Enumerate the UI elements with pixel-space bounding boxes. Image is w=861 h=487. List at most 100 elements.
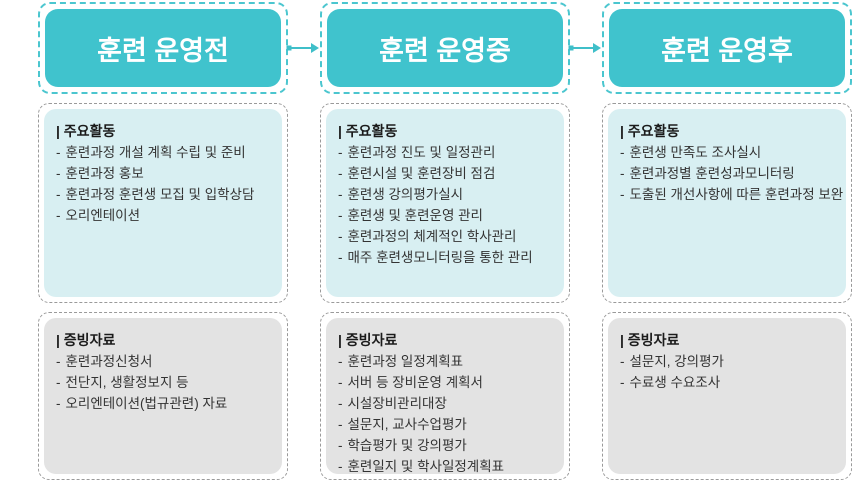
bullet-dash: - [56,208,61,223]
list-item-text: 훈련과정신청서 [65,354,153,369]
list-item: -서버 등 장비운영 계획서 [338,372,552,393]
list-item-text: 훈련과정별 훈련성과모니터링 [629,166,795,181]
bullet-dash: - [338,229,343,244]
stage-header-during: 훈련 운영중 [320,2,570,94]
evidence-list: -훈련과정 일정계획표-서버 등 장비운영 계획서-시설장비관리대장-설문지, … [338,351,552,474]
activities-panel: | 주요활동 -훈련과정 개설 계획 수립 및 준비-훈련과정 홍보-훈련과정 … [44,109,282,297]
stage-header-before: 훈련 운영전 [38,2,288,94]
evidence-list: -훈련과정신청서-전단지, 생활정보지 등-오리엔테이션(법규관련) 자료 [56,351,270,414]
list-item-text: 시설장비관리대장 [347,396,447,411]
bullet-dash: - [56,396,61,411]
list-item-text: 훈련과정 개설 계획 수립 및 준비 [65,145,246,160]
list-item: -훈련과정 홍보 [56,163,270,184]
column-stage-after: 훈련 운영후 | 주요활동 -훈련생 만족도 조사실시-훈련과정별 훈련성과모니… [602,2,852,480]
bullet-dash: - [338,354,343,369]
flow-arrow-icon [568,43,601,53]
list-item: -훈련과정 일정계획표 [338,351,552,372]
bullet-dash: - [620,187,625,202]
list-item-text: 수료생 수요조사 [629,375,721,390]
list-item-text: 훈련생 만족도 조사실시 [629,145,762,160]
list-item-text: 훈련일지 및 학사일정계획표 [347,459,505,474]
activities-section-title: | 주요활동 [338,123,398,139]
list-item-text: 훈련과정 진도 및 일정관리 [347,145,496,160]
bullet-dash: - [338,396,343,411]
column-stage-during: 훈련 운영중 | 주요활동 -훈련과정 진도 및 일정관리-훈련시설 및 훈련장… [320,2,570,480]
activities-box-before: | 주요활동 -훈련과정 개설 계획 수립 및 준비-훈련과정 홍보-훈련과정 … [38,103,288,303]
list-item: -매주 훈련생모니터링을 통한 관리 [338,247,552,268]
list-item-text: 오리엔테이션 [65,208,141,223]
activities-section-title: | 주요활동 [620,123,680,139]
evidence-box-during: | 증빙자료 -훈련과정 일정계획표-서버 등 장비운영 계획서-시설장비관리대… [320,312,570,480]
list-item-text: 훈련과정 일정계획표 [347,354,464,369]
bullet-dash: - [620,145,625,160]
list-item-text: 전단지, 생활정보지 등 [65,375,189,390]
list-item-text: 매주 훈련생모니터링을 통한 관리 [347,250,533,265]
bullet-dash: - [338,187,343,202]
list-item: -훈련생 만족도 조사실시 [620,142,834,163]
activities-list: -훈련생 만족도 조사실시-훈련과정별 훈련성과모니터링-도출된 개선사항에 따… [620,142,843,205]
list-item-text: 설문지, 강의평가 [629,354,724,369]
list-item: -학습평가 및 강의평가 [338,435,552,456]
list-item: -훈련과정별 훈련성과모니터링 [620,163,834,184]
list-item-text: 훈련생 강의평가실시 [347,187,464,202]
bullet-dash: - [338,375,343,390]
bullet-dash: - [620,166,625,181]
evidence-section-title: | 증빙자료 [620,332,680,348]
list-item: -오리엔테이션 [56,205,270,226]
stage-title: 훈련 운영후 [609,9,845,87]
list-item-text: 서버 등 장비운영 계획서 [347,375,483,390]
evidence-panel: | 증빙자료 -훈련과정신청서-전단지, 생활정보지 등-오리엔테이션(법규관련… [44,318,282,474]
evidence-section-title: | 증빙자료 [56,332,116,348]
bullet-dash: - [338,438,343,453]
flow-arrow-icon [286,43,319,53]
bullet-dash: - [620,375,625,390]
activities-panel: | 주요활동 -훈련생 만족도 조사실시-훈련과정별 훈련성과모니터링-도출된 … [608,109,846,297]
bullet-dash: - [338,145,343,160]
list-item: -훈련생 및 훈련운영 관리 [338,205,552,226]
list-item: -훈련일지 및 학사일정계획표 [338,456,552,474]
list-item: -수료생 수요조사 [620,372,834,393]
list-item-text: 훈련생 및 훈련운영 관리 [347,208,483,223]
list-item: -훈련과정의 체계적인 학사관리 [338,226,552,247]
list-item-text: 훈련과정 훈련생 모집 및 입학상담 [65,187,255,202]
list-item: -설문지, 교사수업평가 [338,414,552,435]
activities-list: -훈련과정 진도 및 일정관리-훈련시설 및 훈련장비 점검-훈련생 강의평가실… [338,142,552,268]
evidence-box-after: | 증빙자료 -설문지, 강의평가-수료생 수요조사 [602,312,852,480]
list-item: -훈련시설 및 훈련장비 점검 [338,163,552,184]
stage-header-after: 훈련 운영후 [602,2,852,94]
list-item-text: 훈련시설 및 훈련장비 점검 [347,166,496,181]
stage-columns: 훈련 운영전 | 주요활동 -훈련과정 개설 계획 수립 및 준비-훈련과정 홍… [38,2,852,480]
list-item: -시설장비관리대장 [338,393,552,414]
list-item: -훈련과정신청서 [56,351,270,372]
bullet-dash: - [338,208,343,223]
list-item: -설문지, 강의평가 [620,351,834,372]
stage-title: 훈련 운영전 [45,9,281,87]
bullet-dash: - [56,145,61,160]
list-item: -전단지, 생활정보지 등 [56,372,270,393]
evidence-box-before: | 증빙자료 -훈련과정신청서-전단지, 생활정보지 등-오리엔테이션(법규관련… [38,312,288,480]
activities-panel: | 주요활동 -훈련과정 진도 및 일정관리-훈련시설 및 훈련장비 점검-훈련… [326,109,564,297]
list-item-text: 훈련과정의 체계적인 학사관리 [347,229,517,244]
list-item-text: 도출된 개선사항에 따른 훈련과정 보완 [629,187,844,202]
bullet-dash: - [56,166,61,181]
stage-title: 훈련 운영중 [327,9,563,87]
evidence-panel: | 증빙자료 -훈련과정 일정계획표-서버 등 장비운영 계획서-시설장비관리대… [326,318,564,474]
bullet-dash: - [338,417,343,432]
bullet-dash: - [338,250,343,265]
list-item: -도출된 개선사항에 따른 훈련과정 보완 [620,184,843,205]
activities-box-after: | 주요활동 -훈련생 만족도 조사실시-훈련과정별 훈련성과모니터링-도출된 … [602,103,852,303]
bullet-dash: - [338,166,343,181]
list-item: -오리엔테이션(법규관련) 자료 [56,393,270,414]
list-item: -훈련생 강의평가실시 [338,184,552,205]
evidence-list: -설문지, 강의평가-수료생 수요조사 [620,351,834,393]
evidence-section-title: | 증빙자료 [338,332,398,348]
activities-section-title: | 주요활동 [56,123,116,139]
column-stage-before: 훈련 운영전 | 주요활동 -훈련과정 개설 계획 수립 및 준비-훈련과정 홍… [38,2,288,480]
list-item-text: 오리엔테이션(법규관련) 자료 [65,396,228,411]
bullet-dash: - [56,354,61,369]
list-item-text: 학습평가 및 강의평가 [347,438,467,453]
activities-list: -훈련과정 개설 계획 수립 및 준비-훈련과정 홍보-훈련과정 훈련생 모집 … [56,142,270,226]
bullet-dash: - [56,375,61,390]
list-item: -훈련과정 훈련생 모집 및 입학상담 [56,184,270,205]
